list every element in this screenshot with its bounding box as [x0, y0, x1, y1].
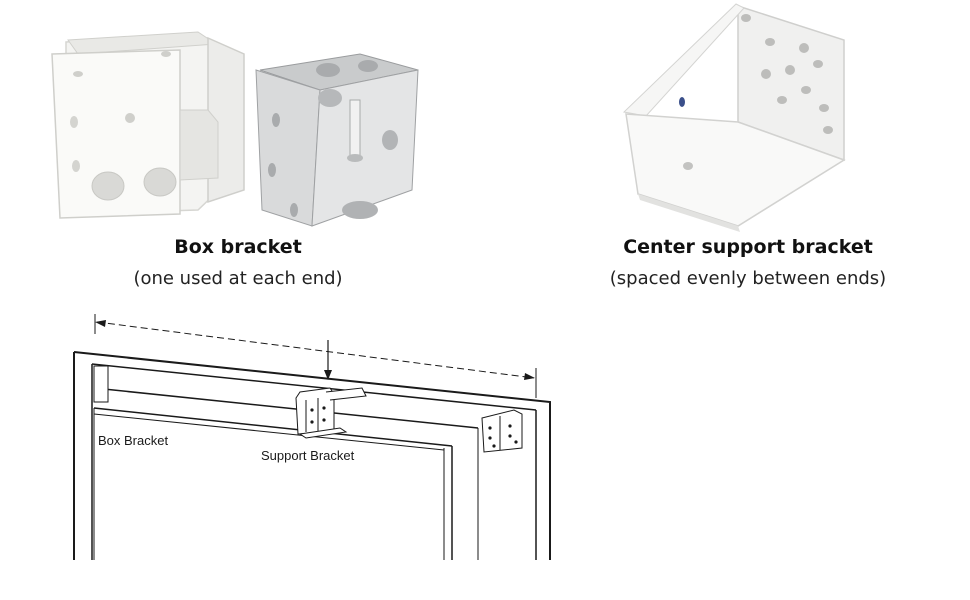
support-bracket-callout: Support Bracket: [261, 448, 355, 463]
box-bracket-subtitle: (one used at each end): [133, 268, 343, 289]
box-bracket-callout: Box Bracket: [98, 433, 169, 448]
box-bracket-image-open: [51, 31, 245, 219]
installation-diagram: [73, 314, 551, 560]
center-bracket-subtitle: (spaced evenly between ends): [609, 268, 887, 289]
center-support-bracket-image: [622, 3, 846, 232]
box-bracket-title: Box bracket: [174, 236, 302, 258]
box-bracket-image-closed: [255, 53, 419, 227]
center-bracket-title: Center support bracket: [623, 236, 873, 258]
